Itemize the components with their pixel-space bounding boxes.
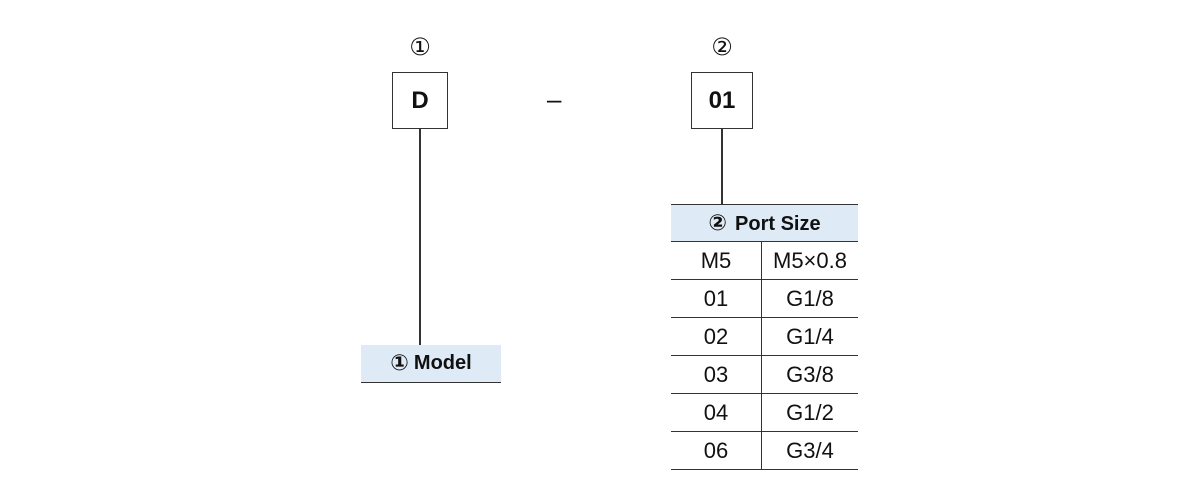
model-leader-line bbox=[419, 129, 421, 345]
field-2-number: ② bbox=[711, 33, 733, 61]
table-row: 01 G1/8 bbox=[671, 279, 858, 318]
table-row: 04 G1/2 bbox=[671, 393, 858, 432]
port-size-cell: G3/4 bbox=[761, 431, 858, 470]
port-size-cell: G1/8 bbox=[761, 279, 858, 318]
table-row: 03 G3/8 bbox=[671, 355, 858, 394]
port-code-cell: 02 bbox=[671, 317, 762, 356]
table-row: 06 G3/4 bbox=[671, 431, 858, 470]
port-code-box: 01 bbox=[691, 72, 753, 129]
model-code-box: D bbox=[392, 72, 448, 129]
port-leader-line bbox=[721, 129, 723, 204]
port-size-cell: M5×0.8 bbox=[761, 241, 858, 280]
table-row: 02 G1/4 bbox=[671, 317, 858, 356]
model-label-number: ① bbox=[390, 351, 409, 376]
port-code-cell: 01 bbox=[671, 279, 762, 318]
port-size-cell: G3/8 bbox=[761, 355, 858, 394]
port-code-cell: 06 bbox=[671, 431, 762, 470]
port-size-header: ② Port Size bbox=[671, 204, 858, 242]
code-separator: – bbox=[547, 84, 562, 114]
port-code-cell: 04 bbox=[671, 393, 762, 432]
field-1-number: ① bbox=[409, 33, 431, 61]
port-size-header-text: Port Size bbox=[735, 212, 821, 235]
port-size-table: ② Port Size M5 M5×0.8 01 G1/8 02 G1/4 03 … bbox=[671, 204, 858, 470]
port-code-cell: M5 bbox=[671, 241, 762, 280]
port-code-cell: 03 bbox=[671, 355, 762, 394]
model-label-bar: ① Model bbox=[361, 345, 501, 383]
table-row: M5 M5×0.8 bbox=[671, 241, 858, 280]
port-size-cell: G1/4 bbox=[761, 317, 858, 356]
model-label-text: Model bbox=[413, 352, 472, 374]
port-size-header-row: ② Port Size bbox=[671, 204, 858, 242]
port-size-cell: G1/2 bbox=[761, 393, 858, 432]
port-size-header-number: ② bbox=[708, 210, 728, 236]
